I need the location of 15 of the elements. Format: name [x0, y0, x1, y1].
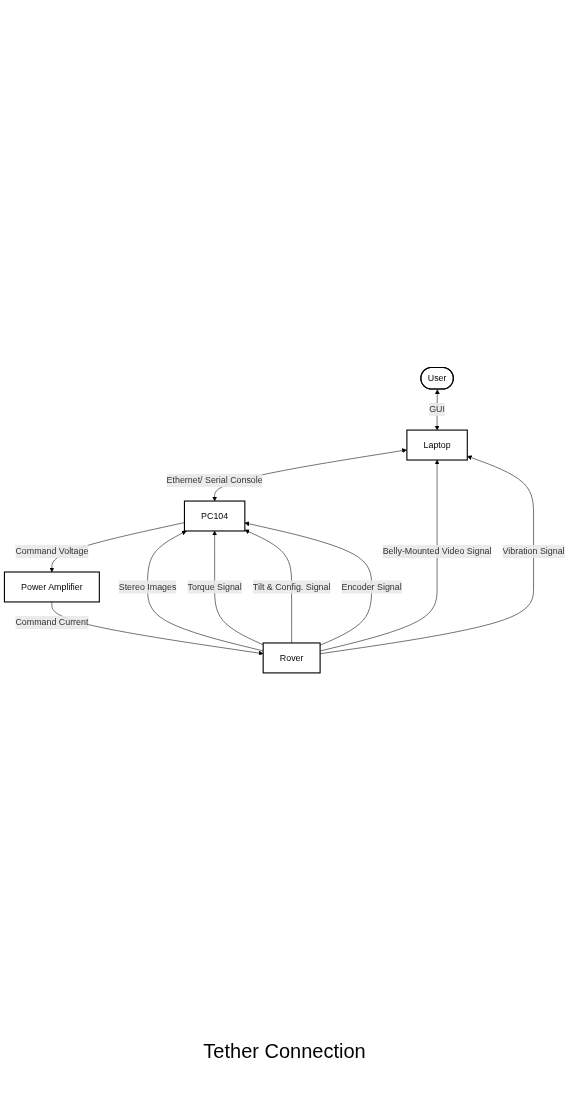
- edge-label: Belly-Mounted Video Signal: [382, 546, 492, 556]
- edge-label: Ethernet/ Serial Console: [166, 475, 263, 485]
- node-box: Rover: [262, 642, 321, 674]
- edge-label: Vibration Signal: [502, 546, 565, 556]
- edge-label: Encoder Signal: [341, 581, 402, 592]
- edge-label: Stereo Images: [118, 581, 177, 592]
- connection-label: Tether Connection: [202, 1040, 367, 1063]
- node-box: Power Amplifier: [3, 571, 100, 603]
- node-box: Laptop: [406, 429, 468, 461]
- edge-label: Command Voltage: [15, 546, 89, 556]
- edge-label: Tilt & Config. Signal: [252, 581, 331, 592]
- edge-label: Command Current: [15, 617, 89, 627]
- edge-label: GUI: [429, 404, 445, 414]
- edge-label: Torque Signal: [187, 581, 242, 592]
- node-box: PC104: [183, 500, 246, 532]
